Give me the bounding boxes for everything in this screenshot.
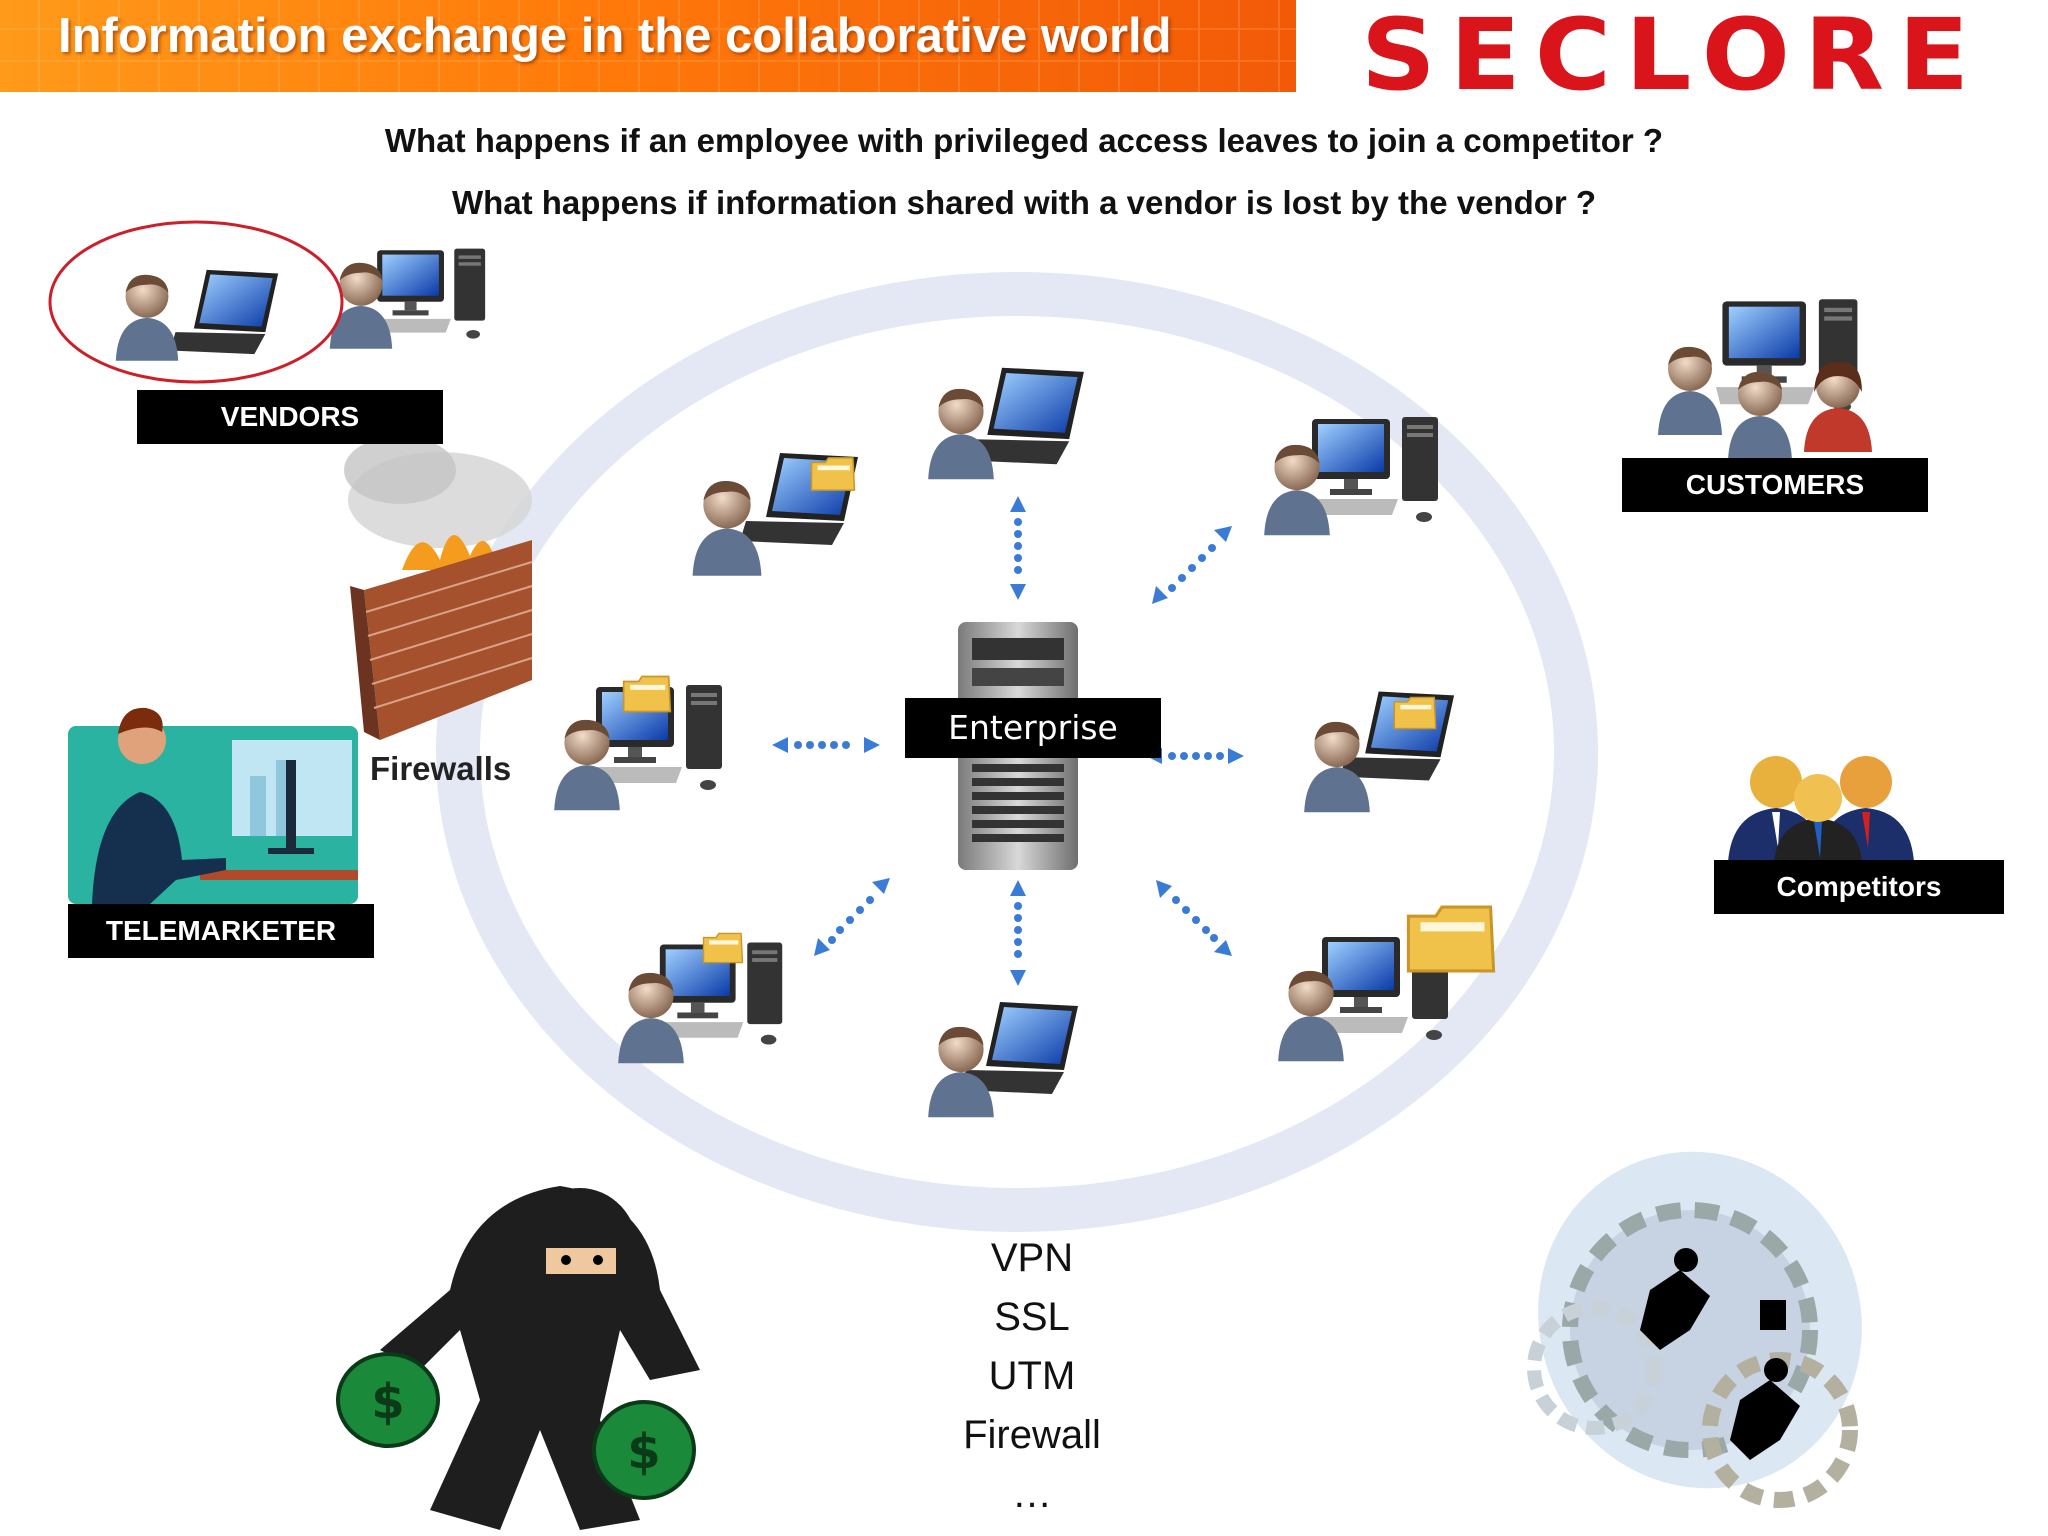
user-desktop-folder-bottom-left-icon [618, 932, 783, 1064]
arrows [772, 496, 1244, 986]
telemarketer-icon [68, 707, 358, 904]
arrow-bottom [1010, 880, 1026, 986]
slide-title: Information exchange in the collaborativ… [58, 9, 1172, 63]
header-banner: Information exchange in the collaborativ… [0, 0, 1296, 92]
vendors-label: VENDORS [137, 390, 443, 444]
user-laptop-bottom-icon [928, 1002, 1078, 1118]
user-desktop-folder-left-icon [554, 675, 722, 811]
user-desktop-top-right-icon [1264, 417, 1438, 536]
svg-text:$: $ [371, 1374, 404, 1430]
vendor-highlight-circle [48, 220, 344, 384]
customers-label: CUSTOMERS [1622, 458, 1928, 512]
telemarketer-label: TELEMARKETER [68, 904, 374, 958]
thief-icon: $ $ [336, 1186, 700, 1530]
business-gears-icon [1527, 1151, 1862, 1508]
arrow-top [1010, 496, 1026, 600]
customers-icon [1658, 299, 1872, 460]
seclore-logo: SECLORE [1296, 0, 2048, 113]
security-item-ellipsis: … [1012, 1472, 1052, 1516]
user-laptop-folder-top-left-icon [692, 453, 858, 576]
security-item-vpn: VPN [990, 1236, 1074, 1280]
user-laptop-top-icon [928, 367, 1084, 480]
arrow-bottom-left [814, 878, 890, 956]
arrow-top-right [1152, 526, 1232, 604]
enterprise-label: Enterprise [905, 698, 1161, 758]
logo-text: SECLORE [1360, 0, 1984, 113]
security-item-ssl: SSL [994, 1295, 1070, 1339]
arrow-left [772, 737, 880, 753]
firewalls-label: Firewalls [370, 750, 512, 787]
competitors-label: Competitors [1714, 860, 2004, 914]
user-laptop-folder-right-icon [1304, 691, 1455, 813]
vendor-desktop-icon [329, 248, 486, 349]
question-1: What happens if an employee with privile… [384, 122, 1664, 159]
security-item-firewall: Firewall [963, 1413, 1101, 1457]
firewall-icon [344, 436, 533, 740]
user-desktop-folder-bottom-right-icon [1278, 905, 1496, 1062]
vendor-laptop-icon [115, 269, 279, 361]
arrow-bottom-right [1156, 880, 1232, 956]
question-2: What happens if information shared with … [451, 184, 1597, 221]
svg-text:$: $ [627, 1424, 660, 1480]
security-item-utm: UTM [988, 1354, 1076, 1398]
competitors-icon [1728, 756, 1914, 862]
